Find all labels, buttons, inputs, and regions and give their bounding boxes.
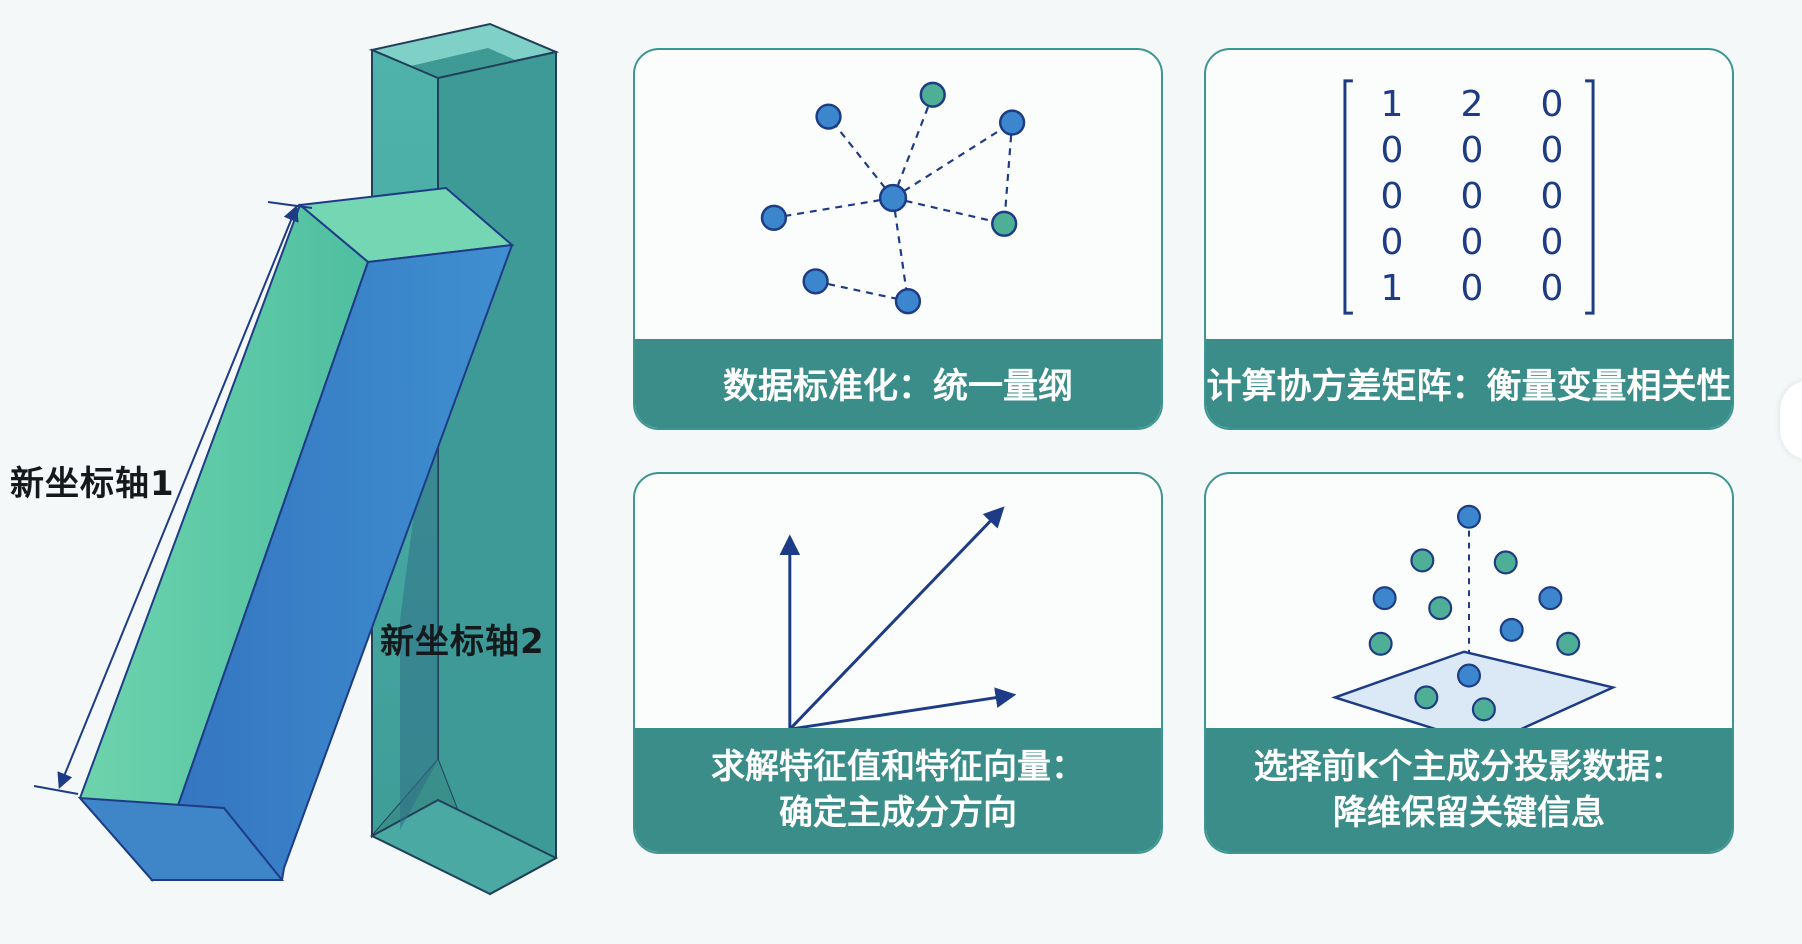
matrix-cell: 0 bbox=[1540, 268, 1564, 309]
matrix-cell: 0 bbox=[1380, 222, 1404, 263]
card-covariance: 1 2 0 0 0 0 0 0 0 0 0 0 1 0 0 计算协方差矩阵：衡量… bbox=[1204, 48, 1734, 430]
matrix-cell: 0 bbox=[1540, 130, 1564, 171]
graph-node bbox=[991, 210, 1018, 237]
data-point bbox=[1372, 586, 1397, 611]
data-point bbox=[1414, 685, 1439, 710]
caption-line: 降维保留关键信息 bbox=[1333, 793, 1605, 833]
graph-node bbox=[802, 268, 829, 295]
data-point bbox=[1456, 663, 1482, 688]
matrix-cell: 0 bbox=[1540, 222, 1564, 263]
data-point bbox=[1471, 697, 1496, 722]
data-point bbox=[1493, 550, 1518, 575]
data-point bbox=[1428, 596, 1453, 621]
eigenvector-arrows-illustration bbox=[779, 506, 1017, 731]
matrix-brackets bbox=[1343, 79, 1595, 315]
graph-node bbox=[894, 288, 922, 315]
data-point bbox=[1556, 631, 1581, 656]
matrix-cell: 0 bbox=[1460, 130, 1484, 171]
graph-node bbox=[760, 204, 788, 231]
axis1-label: 新坐标轴1 bbox=[10, 464, 175, 504]
matrix-cell: 0 bbox=[1460, 176, 1484, 217]
graph-node bbox=[919, 81, 946, 108]
projection-plane-illustration bbox=[1331, 504, 1617, 747]
data-point bbox=[1410, 548, 1435, 573]
caption-line: 求解特征值和特征向量： bbox=[711, 747, 1085, 787]
card-standardize: 数据标准化：统一量纲 bbox=[633, 48, 1163, 430]
data-point bbox=[1368, 631, 1393, 656]
caption-line: 数据标准化：统一量纲 bbox=[722, 367, 1073, 407]
matrix-cell: 0 bbox=[1540, 84, 1564, 125]
card-eigen: 求解特征值和特征向量： 确定主成分方向 bbox=[633, 472, 1163, 854]
matrix-cell: 0 bbox=[1380, 130, 1404, 171]
data-point bbox=[1538, 586, 1563, 611]
graph-node bbox=[998, 109, 1026, 136]
axis1-length-arrow bbox=[33, 201, 313, 795]
caption-line: 确定主成分方向 bbox=[779, 793, 1017, 833]
caption-line: 选择前k个主成分投影数据： bbox=[1253, 747, 1685, 787]
matrix-cell: 1 bbox=[1380, 84, 1404, 125]
data-point bbox=[1456, 504, 1482, 529]
card-caption: 计算协方差矩阵：衡量变量相关性 bbox=[1206, 339, 1732, 428]
matrix-cell: 0 bbox=[1460, 222, 1484, 263]
matrix-cell: 1 bbox=[1380, 268, 1404, 309]
graph-node bbox=[878, 183, 908, 213]
caption-line: 计算协方差矩阵：衡量变量相关性 bbox=[1206, 367, 1732, 407]
network-graph-illustration bbox=[760, 81, 1026, 315]
axis2-label: 新坐标轴2 bbox=[380, 622, 545, 662]
matrix-cell: 0 bbox=[1380, 176, 1404, 217]
pca-axes-illustration bbox=[33, 22, 560, 896]
card-caption: 选择前k个主成分投影数据： 降维保留关键信息 bbox=[1206, 728, 1732, 852]
scroll-handle[interactable] bbox=[1780, 380, 1802, 460]
data-point bbox=[1499, 617, 1524, 642]
matrix-cell: 0 bbox=[1540, 176, 1564, 217]
matrix-cell: 0 bbox=[1460, 268, 1484, 309]
card-caption: 数据标准化：统一量纲 bbox=[635, 339, 1161, 428]
card-caption: 求解特征值和特征向量： 确定主成分方向 bbox=[635, 728, 1161, 852]
card-projection: 选择前k个主成分投影数据： 降维保留关键信息 bbox=[1204, 472, 1734, 854]
matrix-cell: 2 bbox=[1460, 84, 1484, 125]
graph-node bbox=[815, 103, 842, 130]
